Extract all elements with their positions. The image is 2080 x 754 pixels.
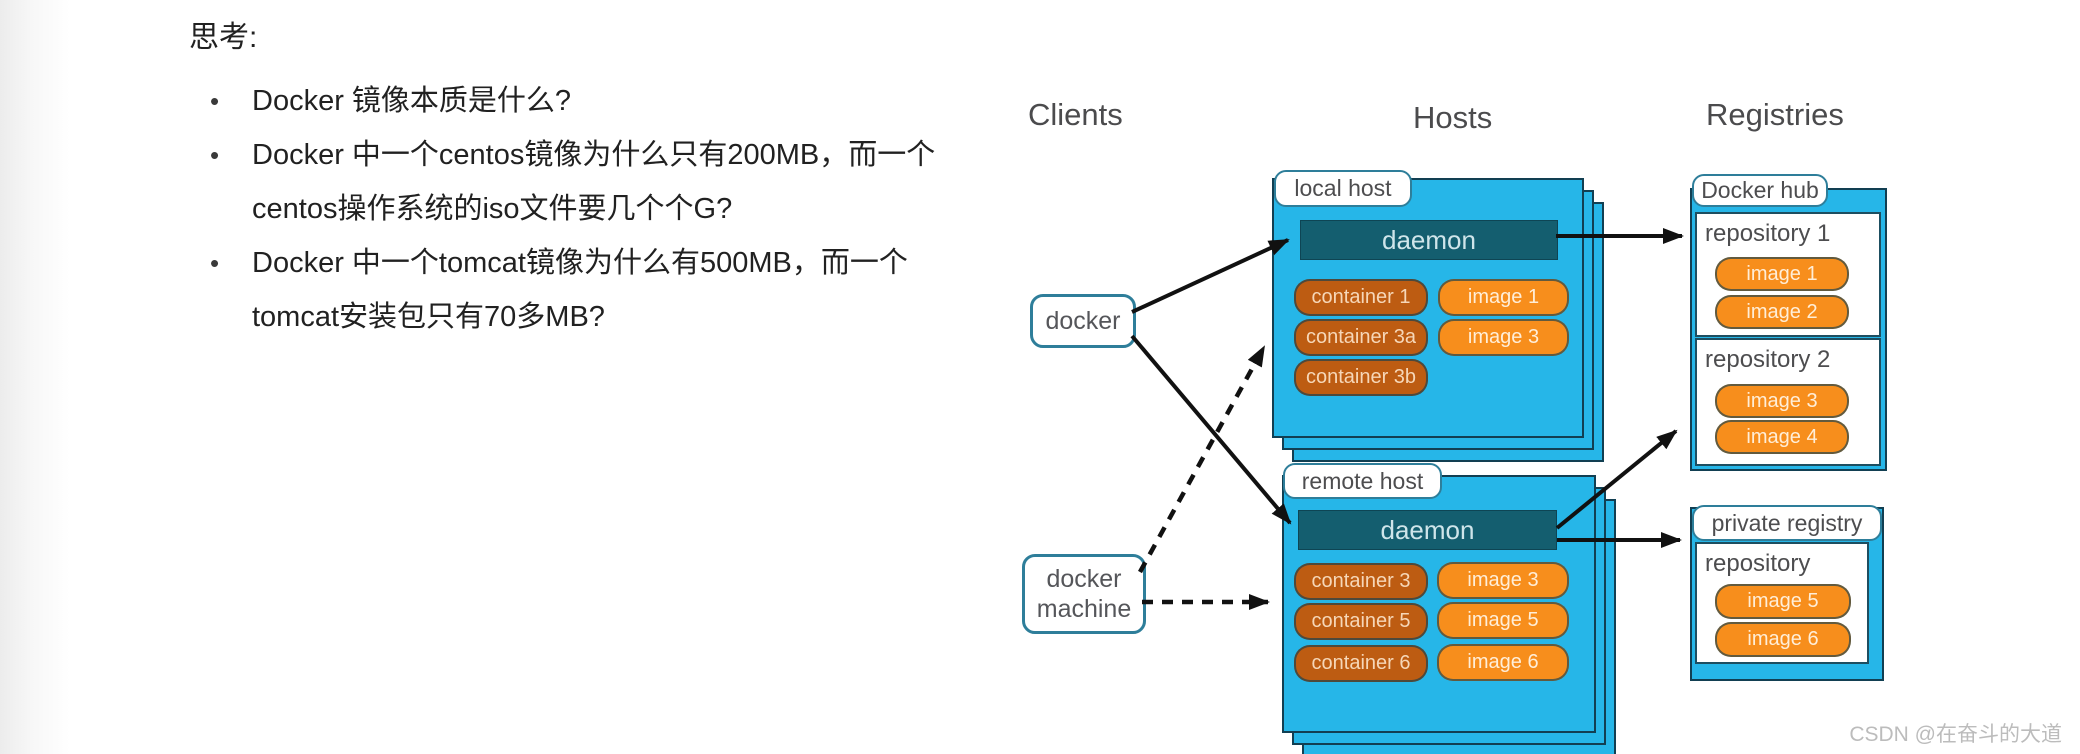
container-pill: container 3a — [1294, 319, 1428, 356]
csdn-watermark: CSDN @在奋斗的大道 — [1849, 723, 2062, 746]
section-title: 思考: — [189, 21, 258, 54]
remote-host-label: remote host — [1283, 463, 1442, 499]
container-pill: container 6 — [1294, 645, 1428, 682]
dashed-arrow-docker-machine-to-local-host — [1138, 345, 1266, 574]
left-edge-shade — [0, 0, 70, 754]
image-pill: image 6 — [1437, 644, 1569, 681]
bullet-line: Docker 中一个tomcat镜像为什么有500MB，而一个 — [210, 236, 908, 290]
docker-hub-label: Docker hub — [1692, 174, 1828, 207]
arrow-docker-to-local-daemon — [1131, 238, 1290, 314]
container-pill: container 3 — [1294, 563, 1428, 600]
bullet-line: Docker 中一个centos镜像为什么只有200MB，而一个 — [210, 128, 935, 182]
repository-2-title: repository 2 — [1705, 346, 1831, 373]
docker-client-box: docker — [1030, 294, 1136, 348]
container-pill: container 3b — [1294, 359, 1428, 396]
private-registry-label: private registry — [1692, 505, 1882, 541]
local-host-label: local host — [1274, 170, 1412, 207]
image-pill: image 1 — [1438, 279, 1569, 316]
local-host-daemon-bar: daemon — [1300, 220, 1558, 260]
docker-machine-client-box: docker machine — [1022, 554, 1146, 634]
arrow-docker-to-remote-daemon — [1130, 334, 1292, 525]
column-header-clients: Clients — [1028, 97, 1123, 132]
image-pill: image 1 — [1715, 257, 1849, 291]
repository-1-box: repository 1 image 1 image 2 — [1695, 212, 1881, 337]
remote-host-daemon-bar: daemon — [1298, 510, 1557, 550]
column-header-registries: Registries — [1706, 97, 1844, 132]
private-repository-box: repository image 5 image 6 — [1695, 542, 1869, 664]
bullet-line: Docker 镜像本质是什么? — [210, 74, 571, 128]
image-pill: image 3 — [1438, 319, 1569, 356]
image-pill: image 2 — [1715, 295, 1849, 329]
image-pill: image 6 — [1715, 622, 1851, 657]
image-pill: image 3 — [1715, 384, 1849, 418]
image-pill: image 5 — [1715, 584, 1851, 619]
image-pill: image 4 — [1715, 420, 1849, 454]
image-pill: image 3 — [1437, 562, 1569, 599]
container-pill: container 1 — [1294, 279, 1428, 316]
container-pill: container 5 — [1294, 603, 1428, 640]
repository-2-box: repository 2 image 3 image 4 — [1695, 338, 1881, 466]
bullet-line-continuation: tomcat安装包只有70多MB? — [252, 301, 605, 333]
repository-1-title: repository 1 — [1705, 220, 1831, 247]
image-pill: image 5 — [1437, 602, 1569, 639]
column-header-hosts: Hosts — [1413, 100, 1493, 135]
bullet-line-continuation: centos操作系统的iso文件要几个个G? — [252, 193, 733, 225]
private-repository-title: repository — [1705, 550, 1811, 577]
